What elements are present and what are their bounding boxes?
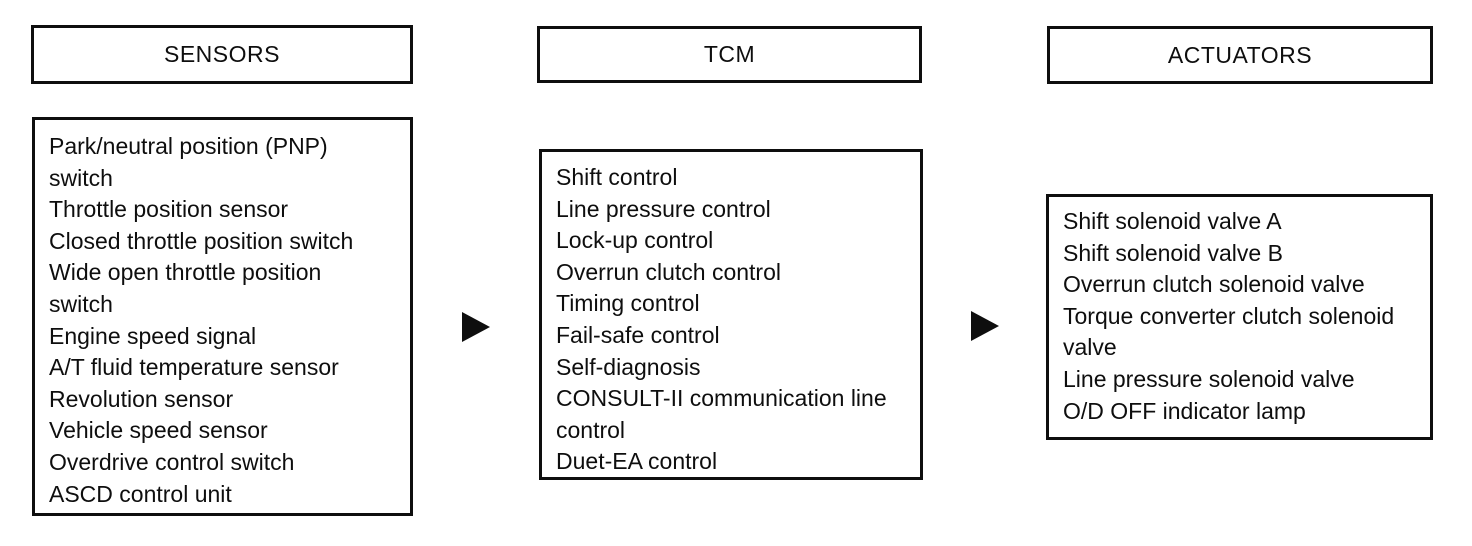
tcm-list-item: CONSULT-II communication line control <box>556 385 887 443</box>
tcm-header-label: TCM <box>703 41 756 67</box>
tcm-list-item: Duet-EA control <box>556 448 718 475</box>
tcm-list-item: Shift control <box>556 164 678 190</box>
actuators-list-item: Torque converter clutch solenoid valve <box>1063 302 1395 361</box>
sensors-list-item: Wide open throttle position switch <box>49 259 322 317</box>
sensors-list-item: ASCD control unit <box>49 480 232 507</box>
actuators-header-label: ACTUATORS <box>1167 41 1313 68</box>
tcm-list-item: Line pressure control <box>556 195 771 222</box>
actuators-list-item: O/D OFF indicator lamp <box>1063 397 1306 424</box>
sensors-list-item: Vehicle speed sensor <box>49 417 268 444</box>
actuators-list-item: Overrun clutch solenoid valve <box>1063 271 1365 298</box>
actuators-list-item: Shift solenoid valve A <box>1063 208 1282 234</box>
tcm-list-box: Shift control Line pressure control Lock… <box>539 149 923 480</box>
sensors-list-item: Park/neutral position (PNP) switch <box>49 133 328 191</box>
actuators-list-item: Shift solenoid valve B <box>1063 239 1283 266</box>
tcm-list-item: Lock-up control <box>556 227 714 254</box>
actuators-list-box: Shift solenoid valve A Shift solenoid va… <box>1046 194 1433 440</box>
sensors-list-item: Engine speed signal <box>49 322 257 349</box>
tcm-list-item: Overrun clutch control <box>556 258 781 285</box>
actuators-header-box: ACTUATORS <box>1047 26 1433 84</box>
tcm-list-item: Fail-safe control <box>556 321 720 348</box>
tcm-to-actuators-arrow-icon <box>971 311 999 341</box>
tcm-header-box: TCM <box>537 26 922 83</box>
sensors-list-item: Revolution sensor <box>49 385 234 412</box>
sensors-list-item: A/T fluid temperature sensor <box>49 354 339 381</box>
tcm-list-item: Self-diagnosis <box>556 353 701 380</box>
sensors-header-box: SENSORS <box>31 25 413 84</box>
sensors-list-item: Closed throttle position switch <box>49 227 354 254</box>
sensors-list-item: Overdrive control switch <box>49 448 295 475</box>
sensors-list-item: Throttle position sensor <box>49 196 289 223</box>
sensors-list-box: Park/neutral position (PNP) switch Throt… <box>32 117 413 516</box>
sensors-header-label: SENSORS <box>164 41 280 67</box>
actuators-list-item: Line pressure solenoid valve <box>1063 365 1355 392</box>
sensors-to-tcm-arrow-icon <box>462 312 490 342</box>
tcm-list-item: Timing control <box>556 290 700 317</box>
